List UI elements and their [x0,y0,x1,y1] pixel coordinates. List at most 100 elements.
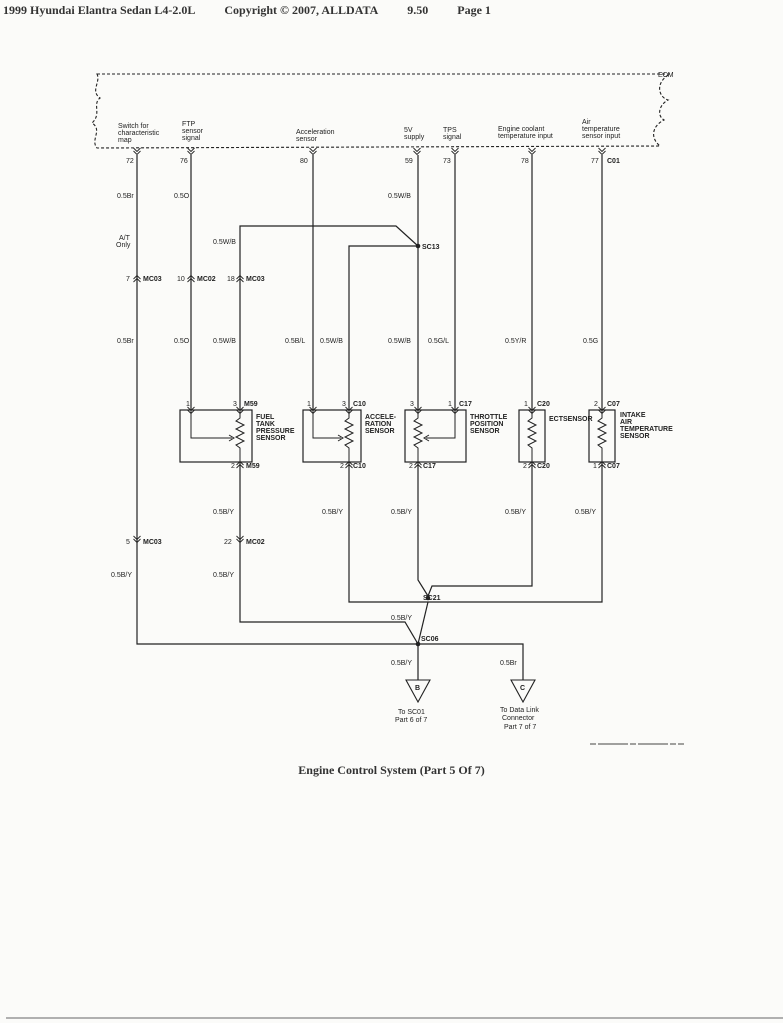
splices: SC13 SC21 SC06 [415,243,441,647]
ecm-label: ECM [658,72,674,79]
wire-label: 0.5B/Y [391,660,412,667]
connector-c20: C20 [537,463,550,470]
version-text: 9.50 [407,3,429,17]
fuel-tank-pressure-sensor: 1 3 M59 2 M59 FUEL TANK PRESSURE SENSOR [179,401,295,470]
ref-b-line-2: Part 6 of 7 [395,717,427,724]
wire-label: 0.5B/Y [575,509,596,516]
pin-80-label-2: sensor [296,136,318,143]
pin-72: 72 [126,158,134,165]
splice-sc13-label: SC13 [422,244,440,251]
connector-m59: M59 [246,463,260,470]
wire-labels: 0.5Br 0.5O 0.5W/B 0.5W/B 0.5Br 0.5O 0.5W… [111,193,598,667]
pin-72-label-1: Switch for [118,123,149,130]
wire-sc21-sc06 [417,601,429,645]
wire-label: 0.5B/Y [213,572,234,579]
wire-label: 0.5W/B [388,193,411,200]
sensor-name-line: SENSOR [470,428,500,435]
wire-label: 0.5G/L [428,338,449,345]
wire-label: 0.5Br [117,193,134,200]
sensor-name-line: SENSOR [365,428,395,435]
pin: 1 [593,463,597,470]
pin: 2 [594,401,598,408]
pin-77-label-3: sensor input [582,133,620,140]
connector-c20: C20 [537,401,550,408]
splice-sc21 [425,595,431,601]
inline-connectors: 7 MC03 10 MC02 18 MC03 5 MC03 22 MC02 [126,275,265,546]
sensor-name-line: SENSOR [620,433,650,440]
ecm-terminals: 72 76 80 59 73 78 77 C01 [126,147,620,165]
pin: 3 [410,401,414,408]
sensor-name-line: ACCELE- [365,414,397,421]
wire-label: 0.5Y/R [505,338,526,345]
pin: 1 [524,401,528,408]
pin-78-label-2: temperature input [498,133,553,140]
pin: 2 [523,463,527,470]
pin-78: 78 [521,158,529,165]
wire-sc06-c [418,643,524,680]
wire-72 [136,155,418,645]
pin-76-label-2: sensor [182,128,204,135]
connector-c17: C17 [459,401,472,408]
sensor-name-line: SENSOR [563,416,593,423]
pin-72-label-3: map [118,137,132,144]
pin-73: 73 [443,158,451,165]
intake-air-temperature-sensor: 2 C07 1 C07 INTAKE AIR TEMPERATURE SENSO… [588,401,673,470]
connector-c10: C10 [353,463,366,470]
mc03-18-pin: 18 [227,276,235,283]
mc02-22-pin: 22 [224,539,232,546]
pin-80-label-1: Acceleration [296,129,335,136]
connector-c17: C17 [423,463,436,470]
sensor-name-line: INTAKE [620,412,646,419]
sensor-name-line: TANK [256,421,275,428]
ref-c-letter: C [520,685,525,692]
ref-c-line-1: To Data Link [500,707,539,714]
wire-label: 0.5W/B [320,338,343,345]
ref-b-line-1: To SC01 [398,709,425,716]
mc03-7-name: MC03 [143,276,162,283]
pin-77-label-1: Air [582,119,591,126]
ect-sensor: 1 C20 2 C20 ECT SENSOR [518,401,593,470]
connector-m59: M59 [244,401,258,408]
diagram-caption: Engine Control System (Part 5 Of 7) [298,763,485,777]
splice-sc13 [415,243,421,249]
connector-c07: C07 [607,401,620,408]
wire-label: 0.5G [583,338,598,345]
wire-sc13-c10 [348,245,418,410]
page-number: Page 1 [457,3,491,17]
mc03-7-pin: 7 [126,276,130,283]
pin-76-label-1: FTP [182,121,196,128]
sensor-name-line: PRESSURE [256,428,295,435]
splice-sc06 [415,641,421,647]
pin-80: 80 [300,158,308,165]
sensor-name-line: FUEL [256,414,275,421]
wire-label: 0.5B/Y [391,615,412,622]
wire-label: 0.5B/Y [111,572,132,579]
pin-72-label-2: characteristic [118,130,160,137]
pin-59-label-1: 5V [404,127,413,134]
page-header: 1999 Hyundai Elantra Sedan L4-2.0L Copyr… [3,3,517,18]
mc02-10-name: MC02 [197,276,216,283]
copyright-text: Copyright © 2007, ALLDATA [224,3,379,17]
wire-c10-gnd [348,462,603,603]
ecm-pin-labels: Switch for characteristic map FTP sensor… [118,119,620,144]
vehicle-title: 1999 Hyundai Elantra Sedan L4-2.0L [3,3,196,17]
splice-sc06-label: SC06 [421,636,439,643]
connector-c10: C10 [353,401,366,408]
wire-label: 0.5W/B [213,338,236,345]
ecm-outline [91,73,671,149]
pin: 1 [186,401,190,408]
pin: 3 [342,401,346,408]
ref-b: B To SC01 Part 6 of 7 [395,679,431,724]
sensor-name-line: RATION [365,421,391,428]
wire-label: 0.5W/B [388,338,411,345]
wire-sc13-m59 [239,225,419,410]
mc02-10-pin: 10 [177,276,185,283]
connector-c01: C01 [607,158,620,165]
pin: 2 [340,463,344,470]
pin-76: 76 [180,158,188,165]
pin: 2 [231,463,235,470]
acceleration-sensor: 1 3 C10 2 C10 ACCELE- RATION SENSOR [302,401,397,470]
splice-sc21-label: SC21 [423,595,441,602]
pin: 2 [409,463,413,470]
wire-label: 0.5Br [500,660,517,667]
